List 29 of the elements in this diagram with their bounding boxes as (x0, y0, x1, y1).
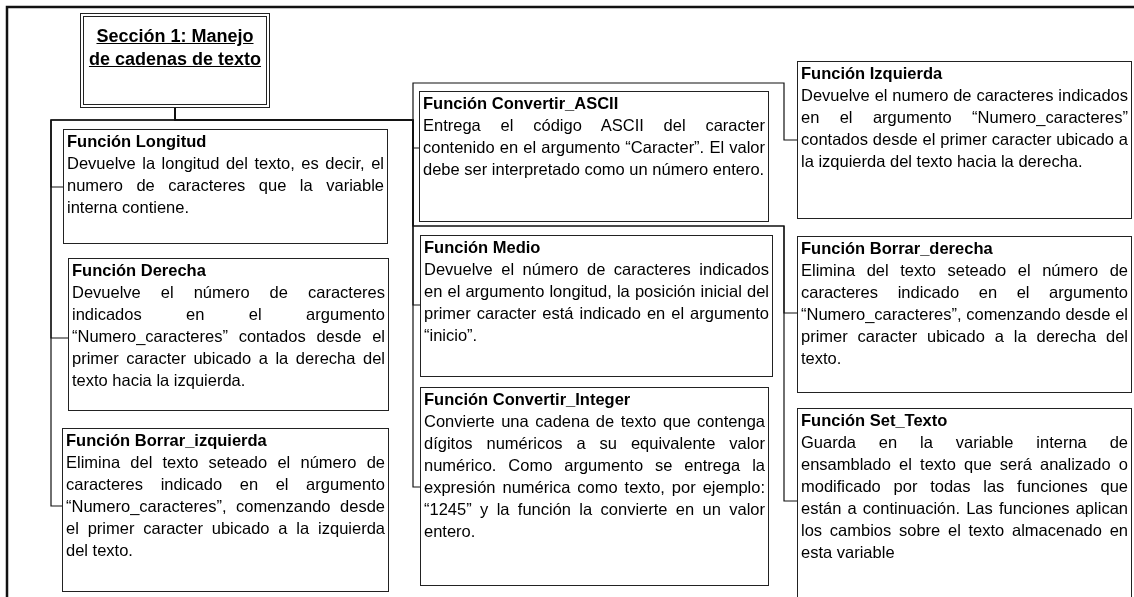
function-description: Devuelve el número de caracteres indicados en el argumento longitud, la posición inicial del primer caracter está indicado en el argumento “inicio”. (424, 259, 769, 346)
section-title: Sección 1: Manejo de cadenas de texto (87, 25, 263, 71)
function-box (797, 408, 1132, 597)
function-name: Función Izquierda (801, 63, 944, 84)
function-description: Devuelve el número de caracteres indicados en el argumento “Numero_caracteres” contados desde el primer caracter ubicado a la derecha del texto hacia la izquierda. (72, 282, 385, 391)
function-box (62, 428, 389, 592)
section-title-box (80, 13, 270, 108)
function-box (420, 235, 773, 377)
function-description: Convierte una cadena de texto que contenga dígitos numéricos a su equivalente valor numérico. Como argumento se entrega la expresión numérica como texto, por ejemplo: “1245” y la función la convierte en un valor entero. (424, 411, 765, 542)
function-name: Función Convertir_ASCII (423, 93, 620, 114)
function-name: Función Derecha (72, 260, 207, 281)
function-box (419, 91, 769, 222)
function-description: Devuelve el numero de caracteres indicados en el argumento “Numero_caracteres” contados desde el primer caracter ubicado a la izquierda del texto hacia la derecha. (801, 85, 1128, 172)
function-name: Función Longitud (67, 131, 208, 152)
function-description: Devuelve la longitud del texto, es decir, el numero de caracteres que la variable interna contiene. (67, 153, 384, 218)
function-box (68, 258, 389, 411)
function-box (420, 387, 769, 586)
function-name: Función Medio (424, 237, 542, 258)
function-description: Entrega el código ASCII del caracter contenido en el argumento “Caracter”. El valor debe ser interpretado como un número entero. (423, 115, 765, 180)
function-name: Función Borrar_izquierda (66, 430, 268, 451)
function-name: Función Borrar_derecha (801, 238, 994, 259)
function-name: Función Convertir_Integer (424, 389, 632, 410)
function-name: Función Set_Texto (801, 410, 949, 431)
function-box (797, 61, 1132, 219)
function-description: Elimina del texto seteado el número de caracteres indicado en el argumento “Numero_caracteres”, comenzando desde el primer caracter ubicado a la derecha del texto. (801, 260, 1128, 369)
function-description: Elimina del texto seteado el número de caracteres indicado en el argumento “Numero_caracteres”, comenzando desde el primer caracter ubicado a la izquierda del texto. (66, 452, 385, 561)
function-description: Guarda en la variable interna de ensamblado el texto que será analizado o modificado por todas las funciones que están a continuación. Las funciones aplican los cambios sobre el texto almacenado en esta variable (801, 432, 1128, 563)
function-box (797, 236, 1132, 393)
function-box (63, 129, 388, 244)
